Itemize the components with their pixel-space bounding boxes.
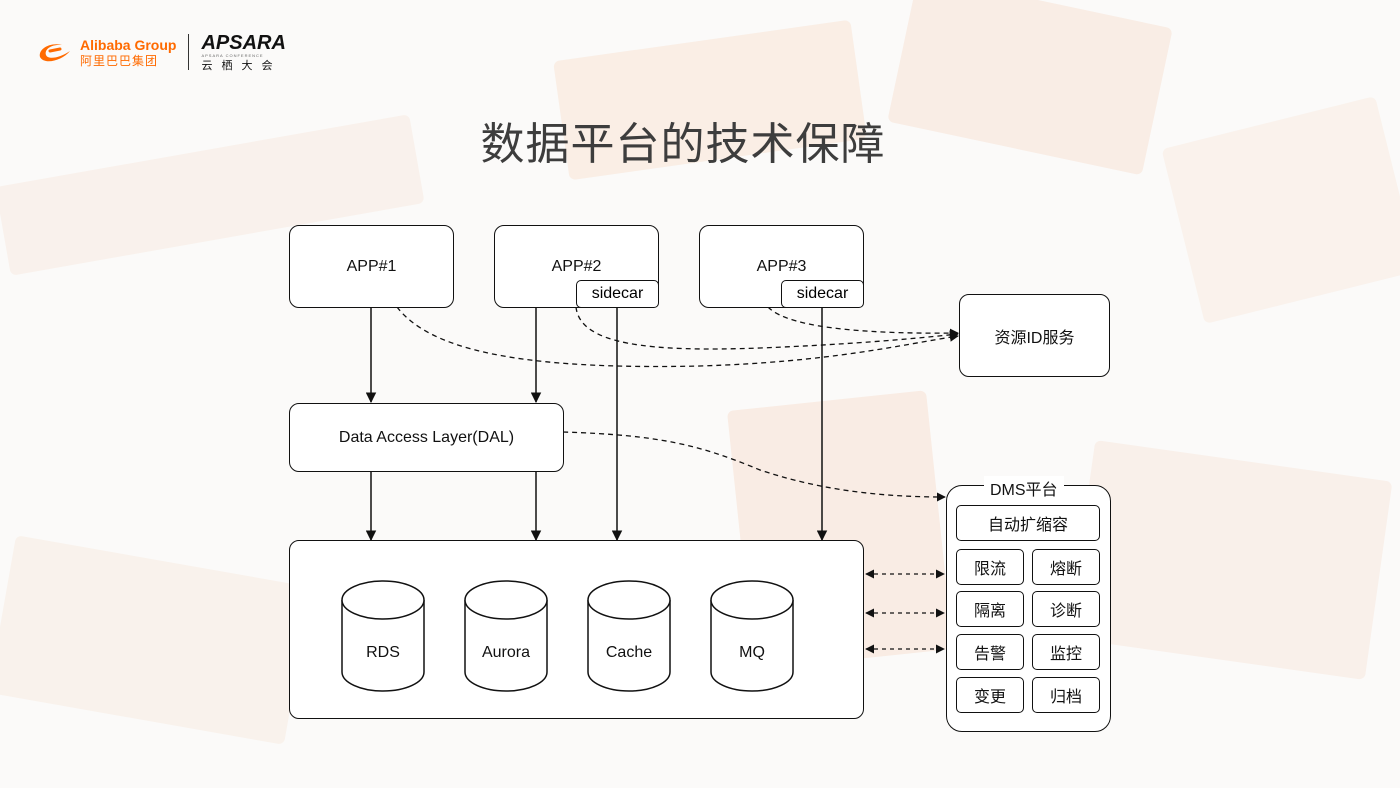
dashed-sidecar2-to-resource [575, 306, 959, 350]
dms-service-diagnosis: 诊断 [1032, 591, 1100, 627]
app3-label: APP#3 [756, 258, 807, 275]
brand-logo: Alibaba Group 阿里巴巴集团 APSARA APSARA CONFE… [36, 32, 286, 72]
dms-service-monitor: 监控 [1032, 634, 1100, 670]
app1-box: APP#1 [289, 225, 454, 308]
app2-sidecar: sidecar [576, 280, 659, 308]
apsara-logo-cn-text: 云栖大会 [201, 59, 282, 72]
dashed-app1-to-resource [396, 306, 959, 368]
storage-cache: Cache [587, 580, 671, 692]
apsara-logo-subtext: APSARA CONFERENCE [201, 52, 264, 58]
storage-rds-label: RDS [366, 644, 400, 661]
dms-service-circuit-break: 熔断 [1032, 549, 1100, 585]
database-cylinder-icon [587, 580, 671, 692]
database-cylinder-icon [341, 580, 425, 692]
dashed-sidecar3-to-resource [767, 306, 959, 338]
logo-divider [188, 34, 190, 70]
storage-rds: RDS [341, 580, 425, 692]
storage-aurora-label: Aurora [481, 644, 531, 661]
alibaba-logo-text: Alibaba Group [80, 36, 177, 53]
dms-service-archive: 归档 [1032, 677, 1100, 713]
alibaba-logo-cn-text: 阿里巴巴集团 [80, 53, 159, 68]
dms-service-alert: 告警 [956, 634, 1024, 670]
page-title: 数据平台的技术保障 [480, 120, 886, 169]
storage-mq: MQ [710, 580, 794, 692]
app1-label: APP#1 [346, 258, 397, 275]
app2-label: APP#2 [551, 258, 602, 275]
dashed-dal-to-dms [562, 431, 946, 502]
data-access-layer: Data Access Layer(DAL) [289, 403, 564, 472]
dms-service-isolation: 隔离 [956, 591, 1024, 627]
storage-aurora: Aurora [464, 580, 548, 692]
dms-title: DMS平台 [984, 476, 1064, 500]
dms-service-rate-limit: 限流 [956, 549, 1024, 585]
apsara-logo-text: APSARA [201, 31, 286, 54]
app3-sidecar: sidecar [781, 280, 864, 308]
database-cylinder-icon [464, 580, 548, 692]
storage-mq-label: MQ [739, 644, 765, 661]
resource-id-service: 资源ID服务 [959, 294, 1110, 377]
storage-cache-label: Cache [605, 644, 653, 661]
dms-autoscale: 自动扩缩容 [956, 505, 1100, 541]
database-cylinder-icon [710, 580, 794, 692]
dms-service-change: 变更 [956, 677, 1024, 713]
alibaba-logo-icon [39, 44, 70, 62]
